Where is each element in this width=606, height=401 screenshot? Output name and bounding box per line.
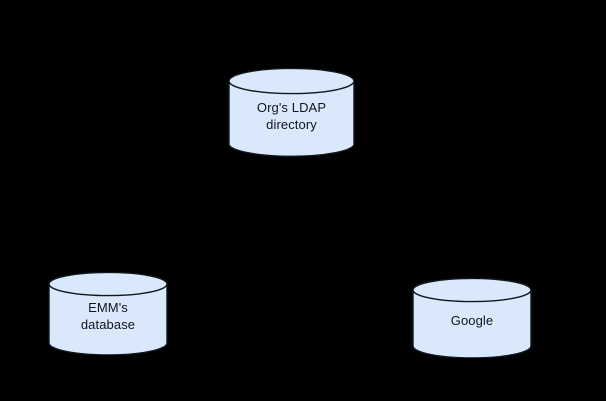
database-cylinder-icon [412,278,532,358]
database-cylinder-icon [48,272,168,355]
node-google[interactable]: Google [412,278,532,358]
database-cylinder-icon [228,68,355,158]
